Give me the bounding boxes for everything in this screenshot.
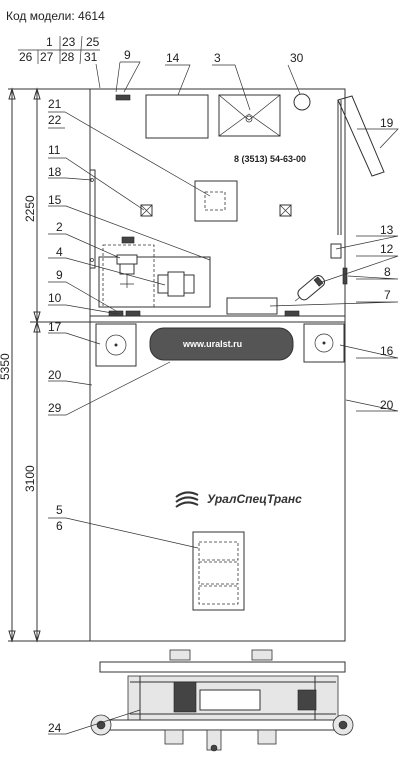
callout-21: 21 (48, 97, 62, 111)
dimension-lines: 5350 2250 3100 (0, 87, 92, 643)
callout-31: 31 (84, 50, 98, 64)
callout-26: 26 (19, 50, 33, 64)
sink (218, 94, 281, 137)
side-light (342, 267, 348, 285)
callout-7: 7 (384, 288, 391, 302)
callout-25: 25 (86, 35, 100, 49)
cabinet (145, 94, 209, 139)
callout-20-right: 20 (380, 398, 394, 412)
callout-labels: 9 14 3 30 21 22 11 18 15 2 4 9 10 17 20 … (48, 48, 394, 735)
callout-15: 15 (48, 193, 62, 207)
chassis (90, 649, 354, 752)
ceiling-lamp-right (279, 204, 292, 217)
callout-13: 13 (380, 223, 394, 237)
callout-22: 22 (48, 113, 62, 127)
callout-19: 19 (380, 116, 394, 130)
callout-12: 12 (380, 242, 394, 256)
boiler (293, 93, 311, 111)
side-shelf (89, 169, 96, 269)
phone-number: 8 (3513) 54-63-00 (234, 154, 306, 164)
callout-2: 2 (56, 220, 63, 234)
dimension-front: 2250 (23, 195, 37, 222)
wheel-arch-right (303, 323, 345, 363)
callout-3: 3 (214, 51, 221, 65)
callout-9-bottom: 9 (56, 268, 63, 282)
callout-28: 28 (61, 50, 75, 64)
storage-rack (192, 531, 245, 611)
callout-20-left: 20 (48, 368, 62, 382)
wheel-arch-left (95, 323, 137, 367)
callout-27: 27 (40, 50, 54, 64)
socket-box (330, 243, 342, 259)
vent-fixture-top (115, 94, 131, 101)
door (337, 95, 385, 235)
website-badge: www.uralst.ru (149, 327, 294, 361)
callout-10: 10 (48, 291, 62, 305)
callout-11: 11 (48, 143, 61, 157)
brand-logo: УралСпецТранс (175, 491, 302, 508)
callout-8: 8 (384, 265, 391, 279)
central-unit (194, 180, 238, 222)
callout-29: 29 (48, 401, 62, 415)
vent-fixture-bottom-mid (125, 310, 141, 317)
callout-14: 14 (166, 51, 180, 65)
callout-1: 1 (46, 35, 53, 49)
callout-6: 6 (56, 519, 63, 533)
vent-fixture-bottom-right (284, 310, 300, 317)
callout-9-top: 9 (124, 48, 131, 62)
callout-30: 30 (290, 51, 304, 65)
callout-24: 24 (48, 721, 62, 735)
brand-name: УралСпецТранс (207, 492, 302, 506)
callout-16: 16 (380, 344, 394, 358)
callout-5: 5 (56, 503, 63, 517)
callout-4: 4 (56, 245, 63, 259)
top-callouts: 1 23 25 26 27 28 31 (18, 35, 101, 89)
workbench (98, 236, 211, 308)
fire-extinguisher (294, 274, 326, 302)
website-text: www.uralst.ru (182, 339, 242, 349)
callout-23: 23 (62, 35, 76, 49)
leader-lines (48, 61, 399, 735)
dimension-total: 5350 (0, 353, 12, 380)
callout-17: 17 (48, 320, 62, 334)
dimension-rear: 3100 (23, 465, 37, 492)
callout-18: 18 (48, 165, 62, 179)
bench (226, 297, 278, 315)
model-code-label: Код модели: 4614 (6, 9, 105, 23)
ceiling-lamp-left (140, 204, 153, 217)
